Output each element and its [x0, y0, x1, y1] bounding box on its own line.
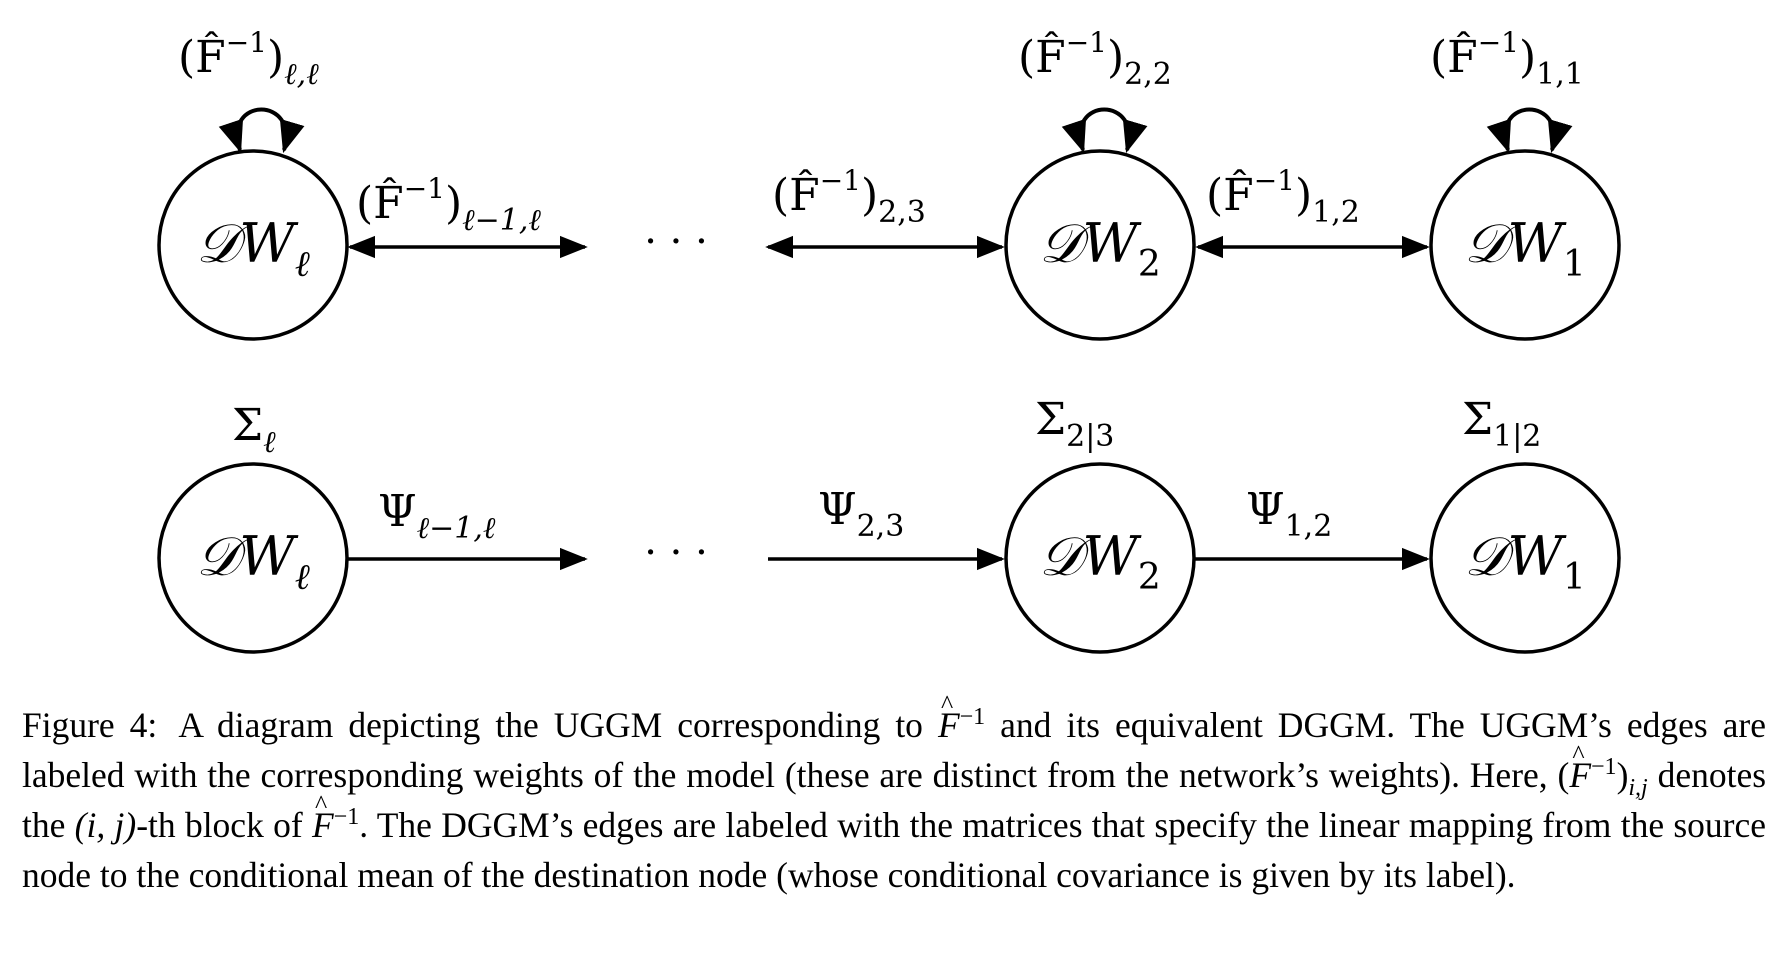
dggm-ellipsis: · · · — [644, 530, 708, 576]
caption-text-1: A diagram depicting the UGGM correspondi… — [178, 705, 923, 745]
dggm-node-l-label: 𝒟Wℓ — [196, 525, 310, 598]
dggm-node-1-label: 𝒟W1 — [1464, 525, 1586, 598]
cov-label-l: Σℓ — [232, 400, 276, 460]
caption-lead: Figure 4: — [22, 705, 158, 745]
dggm-edge-label-l: Ψℓ−1,ℓ — [378, 486, 496, 546]
caption-open-paren: ( — [1557, 755, 1570, 795]
dggm-node-1 — [1429, 462, 1621, 654]
caption-f-symbol-3: F — [312, 780, 334, 850]
uggm-edge-label-12: (F̂−1)1,2 — [1206, 164, 1360, 230]
dggm-edge-label-12: Ψ1,2 — [1246, 484, 1332, 544]
caption-ij: i,j — [1628, 775, 1648, 802]
cov-label-2: Σ2|3 — [1035, 394, 1114, 454]
caption-close-paren: ) — [1616, 755, 1629, 795]
loop-label-1: (F̂−1)1,1 — [1430, 26, 1584, 92]
loop-label-l: (F̂−1)ℓ,ℓ — [178, 26, 319, 92]
caption-f-sup-2: −1 — [1591, 754, 1617, 781]
caption-f-sup: −1 — [959, 704, 986, 731]
dggm-node-2-label: 𝒟W2 — [1039, 525, 1161, 598]
self-loop-1 — [1486, 107, 1573, 154]
uggm-node-2-label: 𝒟W2 — [1039, 212, 1161, 285]
uggm-node-l-label: 𝒟Wℓ — [196, 212, 310, 285]
caption-f-sup-3: −1 — [333, 804, 360, 831]
uggm-node-1-label: 𝒟W1 — [1464, 212, 1586, 285]
cov-label-1: Σ1|2 — [1462, 394, 1541, 454]
figure-caption: Figure 4: A diagram depicting the UGGM c… — [22, 680, 1767, 900]
caption-ij-pair: (i, j) — [74, 805, 137, 845]
figure-diagram: (F̂−1)ℓ,ℓ (F̂−1)2,2 (F̂−1)1,1 𝒟Wℓ 𝒟W2 𝒟W… — [157, 26, 1621, 654]
uggm-graph: (F̂−1)ℓ,ℓ (F̂−1)2,2 (F̂−1)1,1 𝒟Wℓ 𝒟W2 𝒟W… — [157, 26, 1621, 341]
uggm-node-2 — [1004, 149, 1196, 341]
dggm-edge-label-23: Ψ2,3 — [818, 484, 904, 544]
uggm-ellipsis: · · · — [644, 219, 708, 265]
caption-text-2: and its equivalent DGGM. The UGGM’s edge… — [22, 705, 1766, 795]
caption-text-4: -th block of — [136, 805, 303, 845]
caption-text-3: denotes the — [22, 755, 1767, 845]
caption-f-symbol: F — [938, 680, 960, 750]
caption-text-5: . The DGGM’s edges are labeled with the … — [22, 805, 1767, 895]
uggm-node-l — [157, 149, 349, 341]
self-loop-l — [218, 107, 305, 154]
uggm-node-1 — [1429, 149, 1621, 341]
uggm-edge-label-23: (F̂−1)2,3 — [772, 164, 926, 230]
dggm-graph: Σℓ Σ2|3 Σ1|2 𝒟Wℓ 𝒟W2 𝒟W1 Ψℓ−1,ℓ Ψ2,3 Ψ1,… — [157, 394, 1621, 654]
loop-label-2: (F̂−1)2,2 — [1018, 26, 1172, 92]
self-loop-2 — [1061, 107, 1148, 154]
uggm-edge-label-l: (F̂−1)ℓ−1,ℓ — [356, 172, 541, 238]
caption-f-symbol-2: F — [1569, 730, 1591, 800]
